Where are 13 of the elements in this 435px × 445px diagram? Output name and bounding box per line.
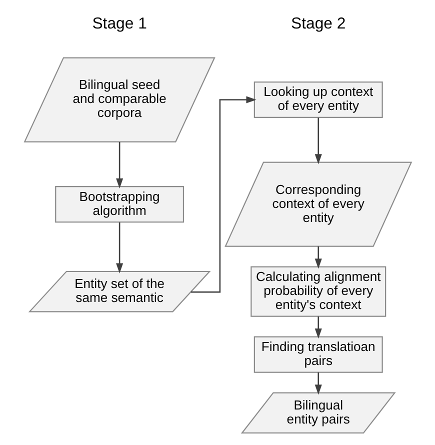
arrow [314,246,322,269]
node-box: Bootstrapping algorithm [54,186,184,223]
node-box: Looking up context of every entity [253,81,382,118]
node-box: Calculating alignment probability of every entity's context [250,266,386,317]
arrow [116,142,123,188]
arrow [314,372,322,395]
arrow [116,222,123,274]
node-box: Finding translatioan pairs [253,336,382,373]
arrow [314,118,322,164]
label: Stage 1 [92,15,146,32]
label: Stage 2 [290,15,346,32]
arrow [190,96,256,293]
arrow [314,316,322,339]
